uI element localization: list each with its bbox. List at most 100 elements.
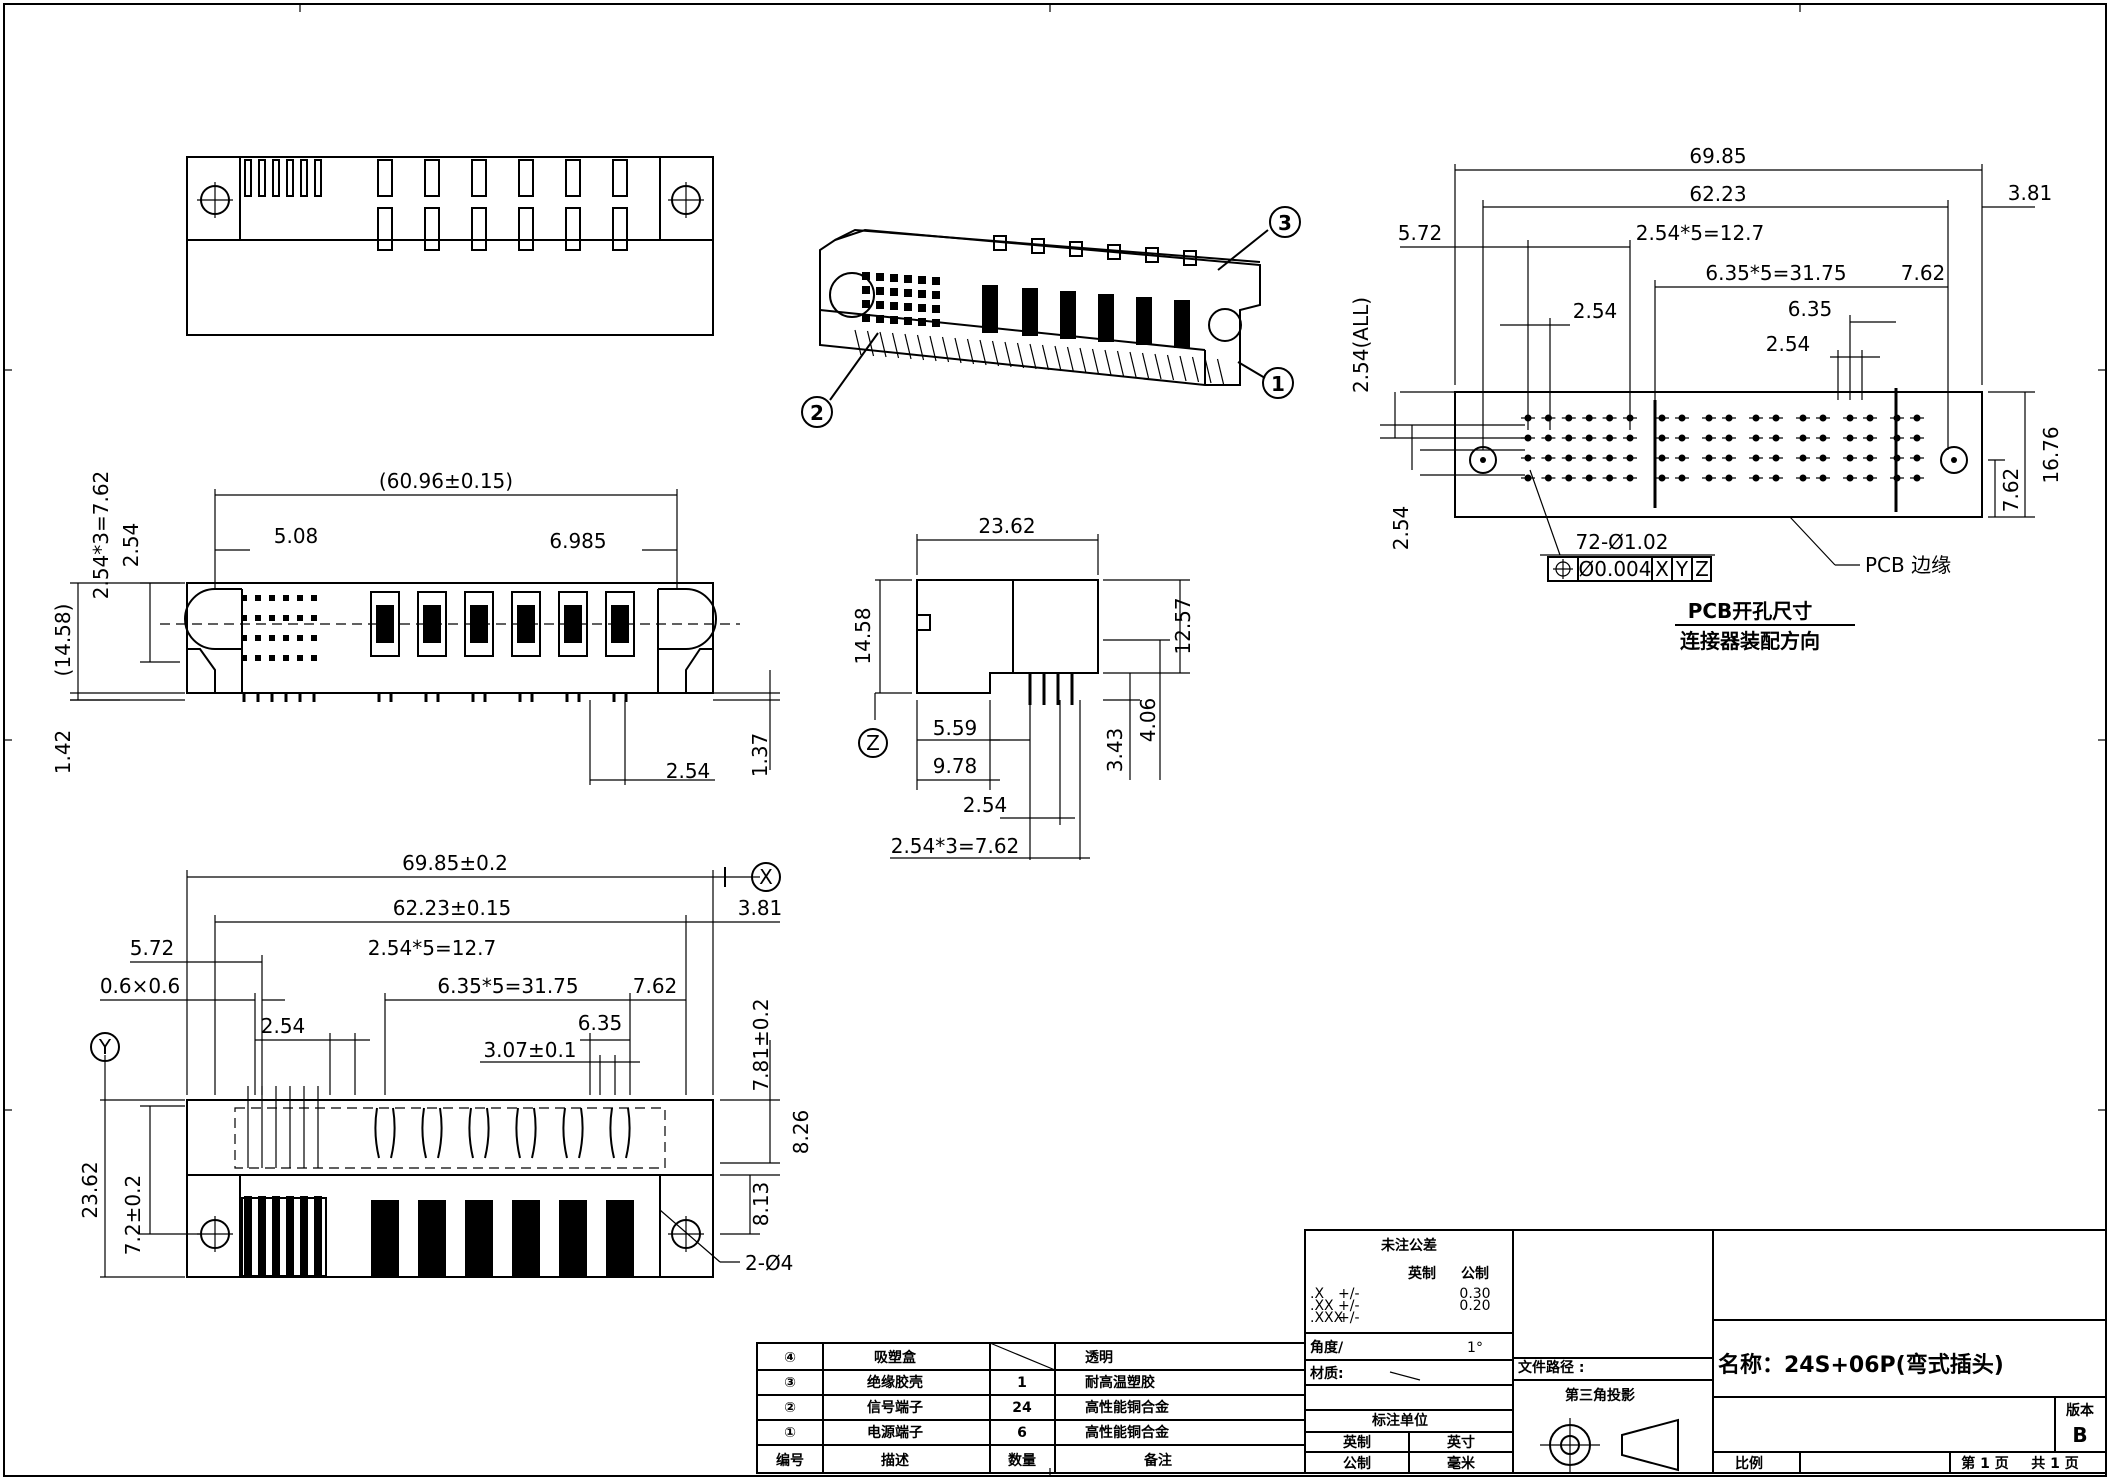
bottom-power-pin <box>371 1200 399 1276</box>
iso-signal <box>862 272 870 280</box>
iso-tooth <box>1129 351 1137 378</box>
power-contact <box>464 591 494 657</box>
dim-side-559: 5.59 <box>933 716 978 740</box>
iso-signal <box>876 315 884 323</box>
signal-contact <box>297 655 303 661</box>
dim-front-side: 1.37 <box>748 733 772 778</box>
signal-slot <box>258 159 266 197</box>
iso-tooth <box>1191 356 1200 383</box>
bom-row-note: 高性能铜合金 <box>1085 1424 1170 1441</box>
bottom-signal-pin <box>300 1196 308 1276</box>
iso-signal <box>862 286 870 294</box>
top-view <box>186 156 714 336</box>
bom-row-no: ④ <box>784 1350 796 1366</box>
signal-contact <box>255 655 261 661</box>
iso-signal <box>890 302 898 310</box>
signal-contact <box>297 615 303 621</box>
signal-contact <box>241 615 247 621</box>
signal-contact <box>241 595 247 601</box>
dim-pcb-height: 16.76 <box>2039 426 2063 483</box>
bottom-signal-pin <box>258 1196 266 1276</box>
iso-signal <box>918 290 926 298</box>
power-slot-lower <box>565 207 581 251</box>
iso-tooth <box>1091 348 1100 375</box>
iso-power-contact <box>1098 294 1114 342</box>
tol-row-imperial: +/- <box>1338 1298 1360 1314</box>
dim-bottom-307: 3.07±0.1 <box>483 1038 576 1062</box>
power-contact-core <box>470 605 488 643</box>
dim-pcb-right: 7.62 <box>1901 261 1946 285</box>
signal-contact <box>255 635 261 641</box>
tol-row-imperial: +/- <box>1338 1310 1360 1326</box>
tol-diameter: Ø0.004 <box>1579 557 1652 581</box>
signal-contact <box>311 615 317 621</box>
tol-title: 未注公差 <box>1381 1237 1437 1254</box>
tol-x: X <box>1655 557 1669 581</box>
part-name: 名称：24S+06P(弯式插头) <box>1718 1352 2004 1378</box>
tolerance-block: 未注公差 英制 公制 .X+/-0.30.XX+/-0.20.XXX+/- 角度… <box>1304 1229 1514 1474</box>
iso-tab <box>1069 241 1083 257</box>
iso-tooth <box>854 329 862 356</box>
iso-tooth <box>879 331 887 358</box>
bottom-view: X Y 69.85±0.2 62.23±0.15 3.81 5.72 0.6×0… <box>78 851 813 1278</box>
tol-row-metric: 0.20 <box>1459 1298 1490 1314</box>
projection-label: 第三角投影 <box>1565 1387 1635 1404</box>
dim-front-pitch: 2.54 <box>666 759 711 783</box>
signal-contact <box>241 655 247 661</box>
signal-contact <box>283 615 289 621</box>
dim-side-406: 4.06 <box>1136 698 1160 743</box>
iso-tooth <box>1141 352 1150 379</box>
version-label: 版本 <box>2066 1402 2095 1419</box>
dim-bottom-power-pitch: 6.35*5=31.75 <box>437 974 578 998</box>
bottom-power-lead <box>562 1107 584 1159</box>
iso-tooth <box>1104 349 1112 376</box>
dim-pcb-holes: 72-Ø1.02 <box>1576 530 1669 554</box>
tol-unit-imperial: 英制 <box>1342 1434 1371 1451</box>
iso-signal <box>932 305 940 313</box>
dim-side-height: 14.58 <box>851 607 875 664</box>
dim-front-v-pitch: 2.54*3=7.62 <box>89 471 113 600</box>
bom-row-note: 耐高温塑胶 <box>1085 1374 1155 1391</box>
iso-tab <box>993 235 1007 251</box>
datum-x: X <box>759 865 773 889</box>
dim-bottom-813: 8.13 <box>749 1182 773 1227</box>
dim-side-254: 2.54 <box>963 793 1008 817</box>
iso-signal <box>932 319 940 327</box>
file-path-label: 文件路径 : <box>1518 1359 1584 1376</box>
power-contact-core <box>376 605 394 643</box>
iso-signal <box>932 291 940 299</box>
dim-bottom-254: 2.54 <box>261 1014 306 1038</box>
dim-front-v-254: 2.54 <box>119 523 143 568</box>
tol-angle-value: 1° <box>1467 1340 1483 1356</box>
iso-signal <box>862 300 870 308</box>
bottom-power-lead <box>374 1107 396 1159</box>
dim-side-width: 23.62 <box>978 514 1035 538</box>
iso-tooth <box>966 338 975 365</box>
page-total: 共 1 页 <box>2031 1455 2079 1472</box>
iso-tooth <box>1079 347 1087 374</box>
bom-header-note: 备注 <box>1143 1452 1172 1469</box>
bom-row-name: 信号端子 <box>867 1399 923 1416</box>
power-contact <box>511 591 541 657</box>
iso-tab <box>1183 250 1197 266</box>
power-contact-core <box>517 605 535 643</box>
iso-tooth <box>1041 344 1050 371</box>
tol-unit-inch: 英寸 <box>1446 1434 1475 1451</box>
signal-contact <box>297 595 303 601</box>
iso-tooth <box>1029 343 1037 370</box>
callout-2: 2 <box>810 401 824 425</box>
iso-tab <box>1107 244 1121 260</box>
dim-bottom-left: 5.72 <box>130 936 175 960</box>
tol-col-metric: 公制 <box>1461 1265 1489 1282</box>
dim-front-height: (14.58) <box>51 604 75 677</box>
border-marks <box>4 4 2106 1476</box>
dim-front-bottom: 1.42 <box>51 730 75 775</box>
iso-tooth <box>1166 354 1175 381</box>
dim-bottom-right: 7.62 <box>633 974 678 998</box>
version-value: B <box>2072 1423 2087 1447</box>
callout-1: 1 <box>1271 372 1285 396</box>
power-slot-upper <box>471 159 487 197</box>
tol-angle-label: 角度/ <box>1310 1339 1344 1356</box>
bom-row-name: 吸塑盒 <box>874 1349 917 1366</box>
